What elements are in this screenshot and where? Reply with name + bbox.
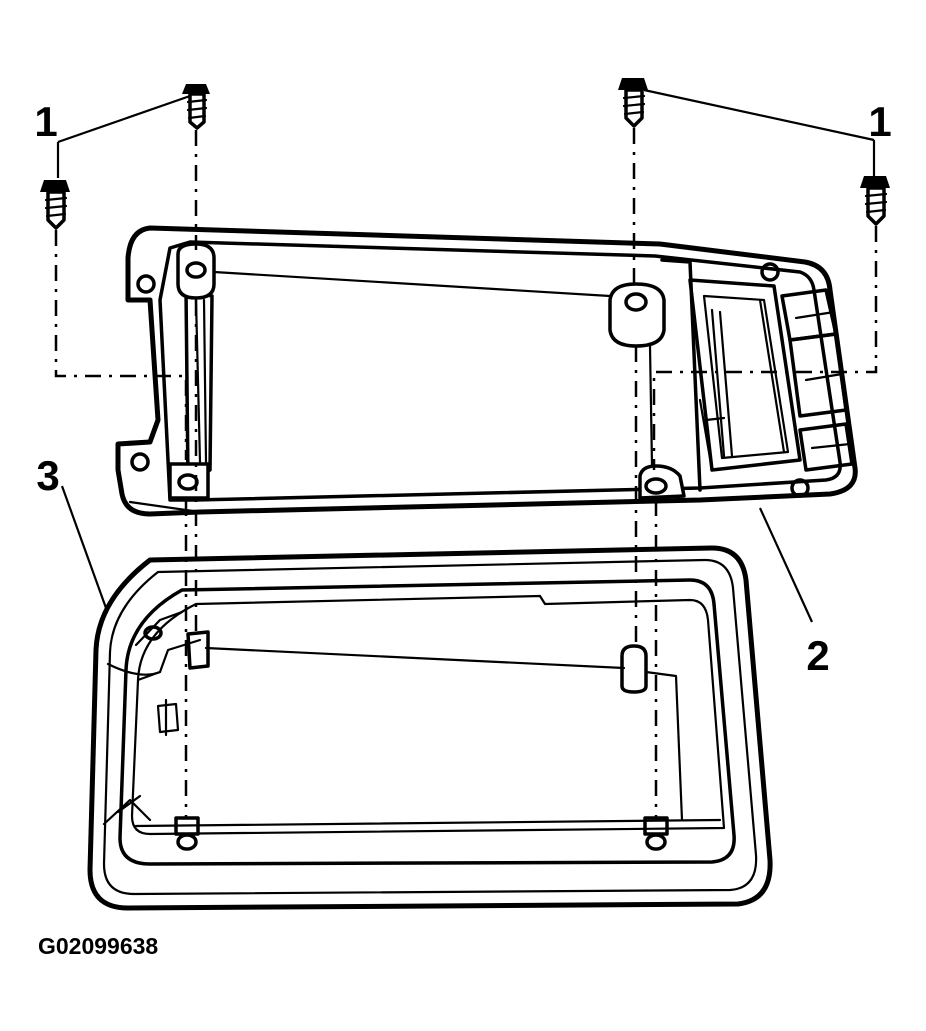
callout-label-module: 2 [806, 632, 829, 679]
callout-leaders [56, 88, 876, 623]
callout-label-screws-left: 1 [34, 98, 57, 145]
figure-id: G02099638 [38, 933, 158, 959]
screw-top-left-inner [182, 84, 210, 130]
screw-top-right-outer [860, 176, 890, 226]
callout-label-screws-right: 1 [868, 98, 891, 145]
alignment-lines [54, 128, 878, 818]
screw-top-left-outer [40, 180, 70, 230]
screw-top-right-inner [618, 78, 648, 128]
electronic-module-plate [115, 225, 858, 517]
callout-label-housing: 3 [36, 452, 59, 499]
housing-base [87, 545, 773, 911]
